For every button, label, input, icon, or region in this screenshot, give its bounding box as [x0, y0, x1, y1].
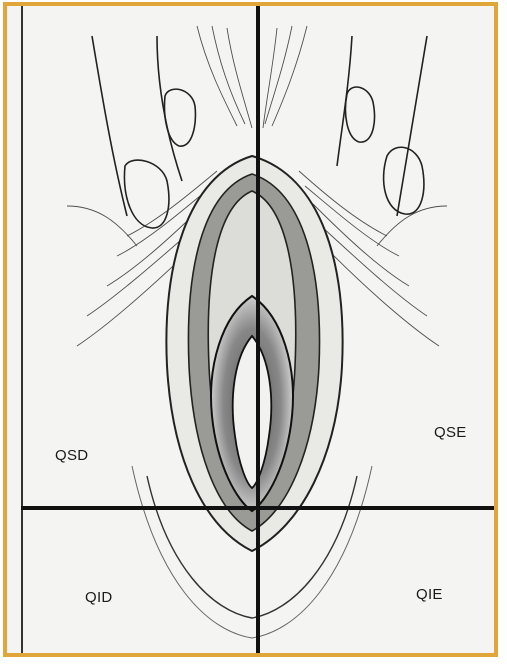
- label-qsd: QSD: [55, 447, 88, 464]
- anatomical-illustration: [7, 6, 494, 653]
- label-qse: QSE: [434, 424, 467, 441]
- frame-inner-edge: [21, 6, 23, 657]
- vertical-divider-line: [256, 6, 260, 657]
- finger-left-outer: [92, 36, 195, 228]
- finger-right-outer: [337, 36, 427, 216]
- figure-frame: QSD QSE QID QIE: [3, 2, 498, 657]
- label-qie: QIE: [416, 586, 443, 603]
- label-qid: QID: [85, 589, 113, 606]
- horizontal-divider-line: [21, 506, 494, 510]
